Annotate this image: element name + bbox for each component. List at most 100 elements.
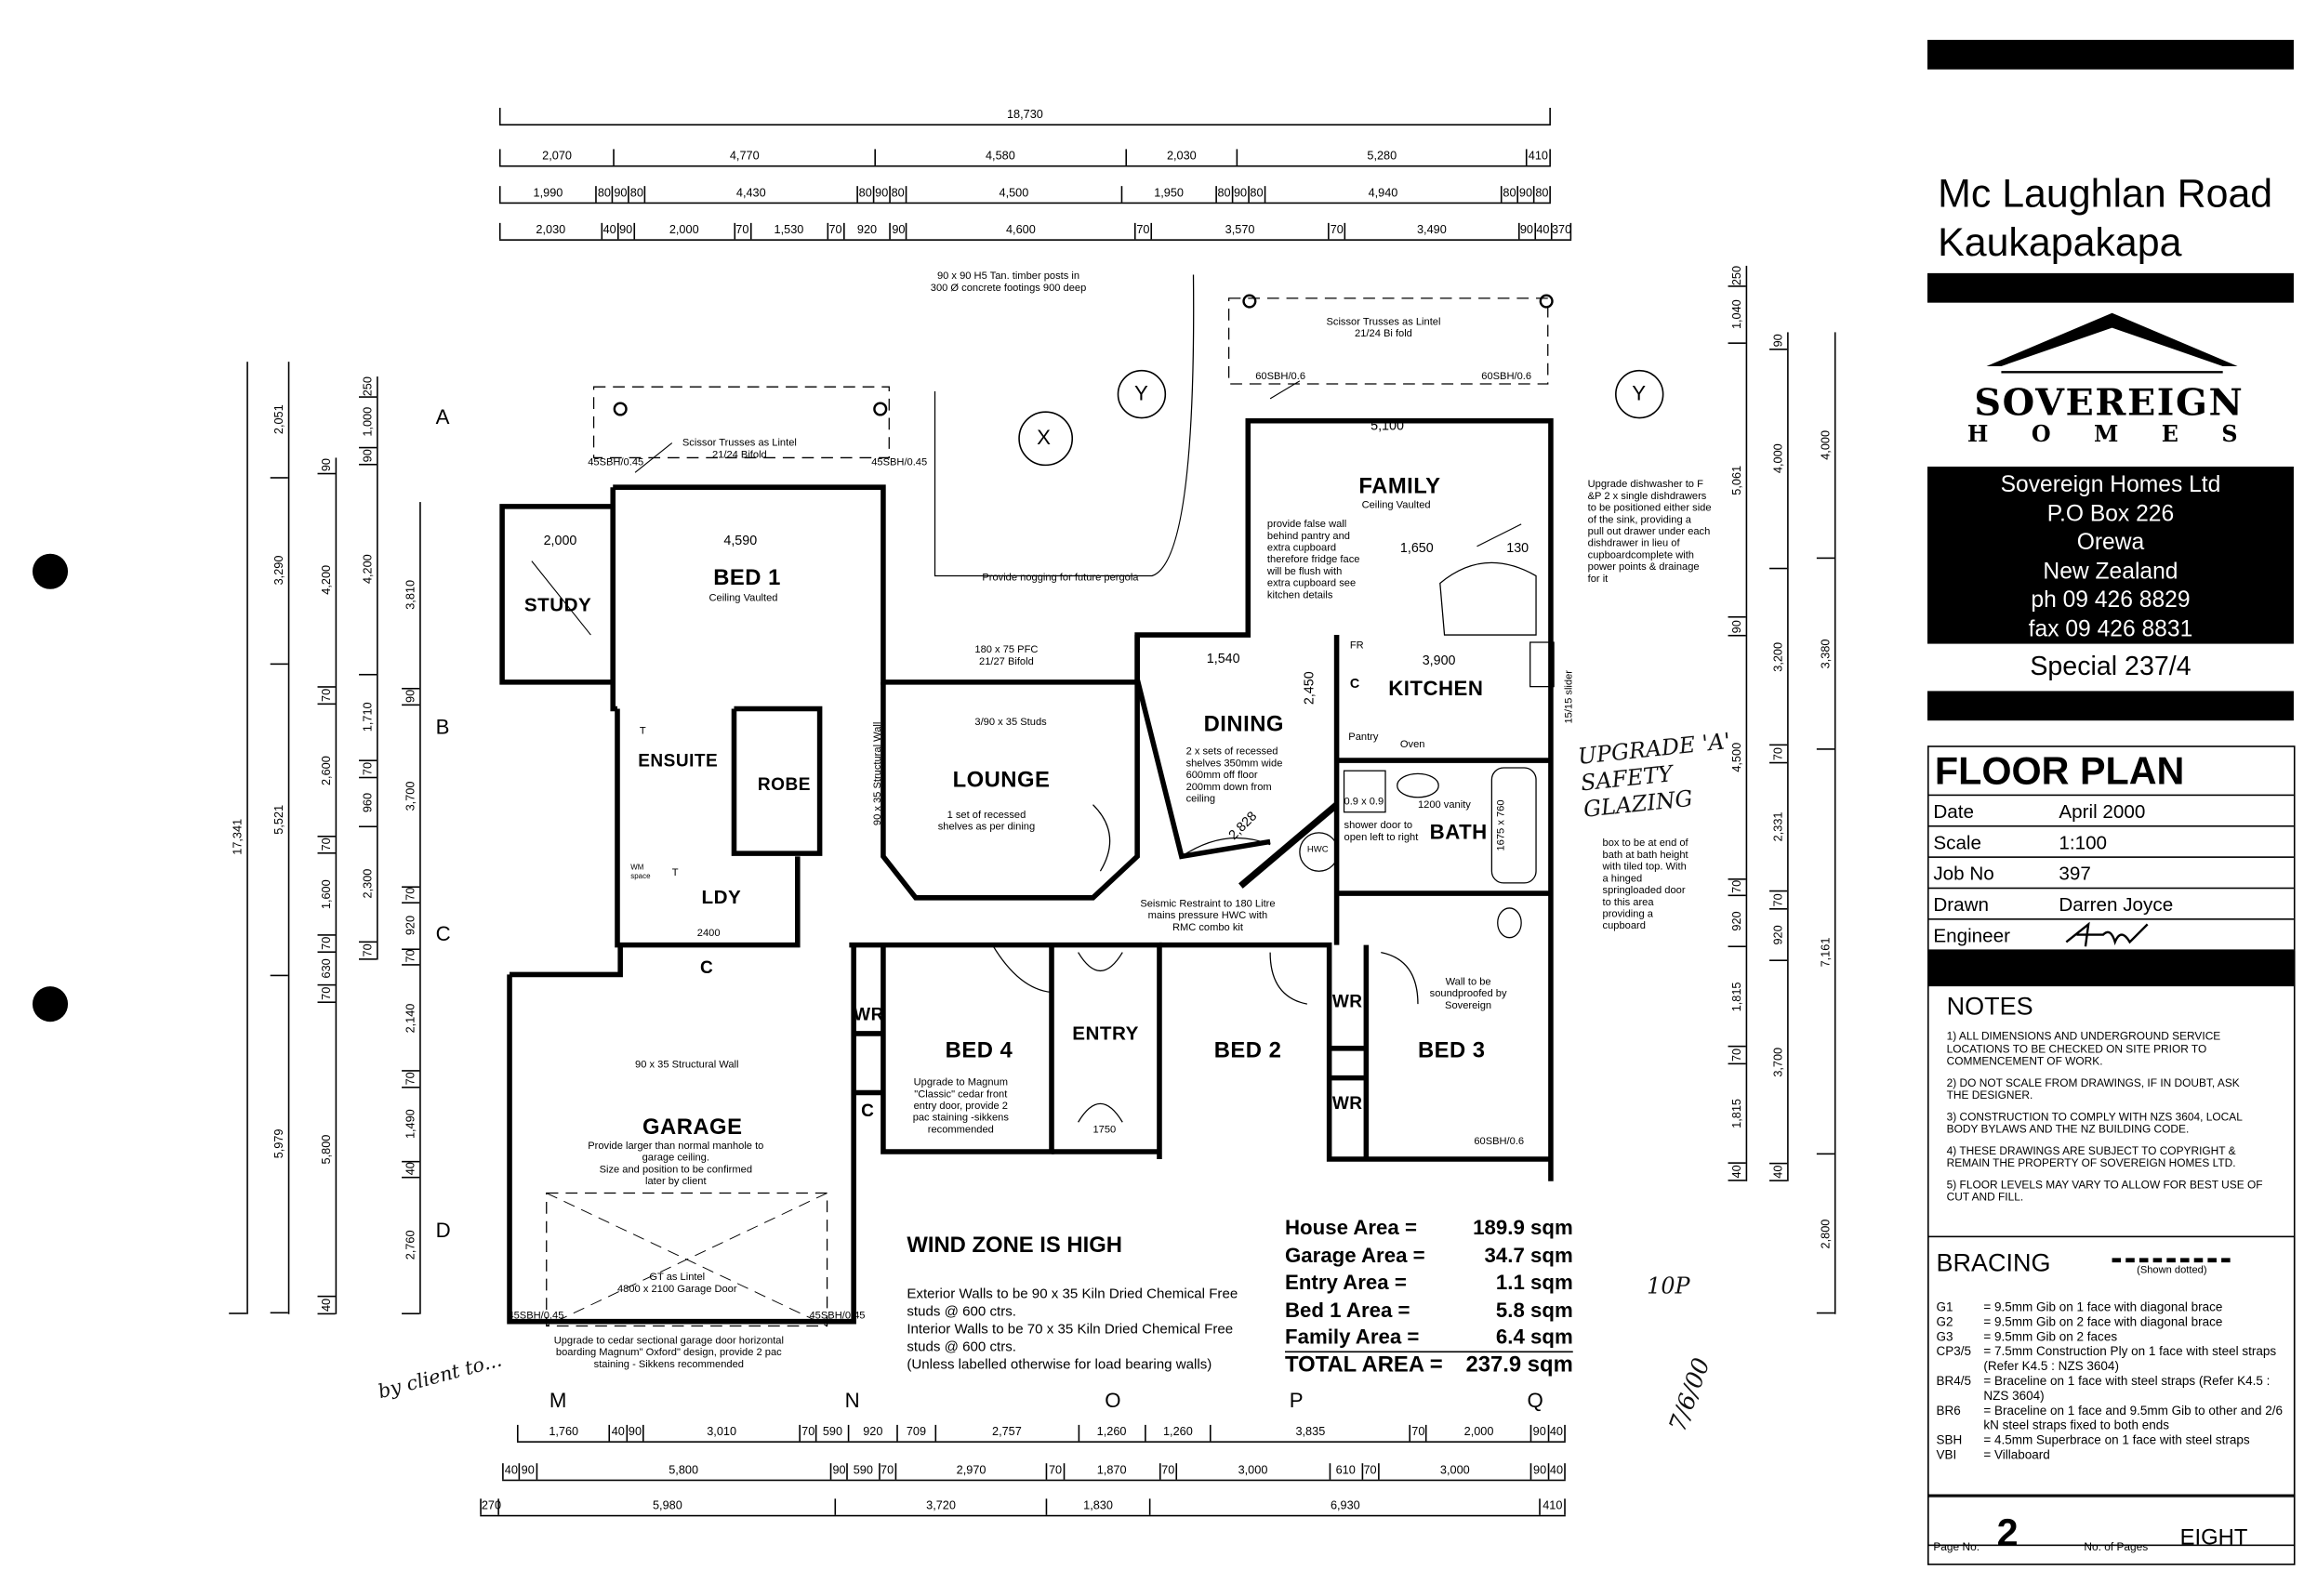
bracing-desc: = 4.5mm Superbrace on 1 face with steel … bbox=[1983, 1431, 2250, 1447]
room-wardrobe-bed3: WR bbox=[1331, 990, 1363, 1012]
section-marker-y: Y bbox=[1133, 380, 1148, 405]
company-town: Orewa bbox=[2076, 530, 2145, 556]
dimension-value: 70 bbox=[1330, 222, 1346, 240]
page-number-label: Page No. bbox=[1933, 1539, 1980, 1554]
drawing-title: FLOOR PLAN bbox=[1928, 747, 2294, 797]
dimension-value: 70 bbox=[359, 943, 377, 960]
title-block-row: Engineer bbox=[1928, 920, 2294, 951]
title-block-value: 1:100 bbox=[2059, 830, 2108, 853]
dimension-value: 70 bbox=[828, 222, 845, 240]
total-area-value: 237.9 sqm bbox=[1465, 1352, 1573, 1378]
dimension-value: 250 bbox=[359, 376, 377, 398]
dimension-value: 3,720 bbox=[837, 1498, 1047, 1515]
bracing-sbh-3: 60SBH/0.6 bbox=[1255, 372, 1306, 383]
bracing-legend: (Shown dotted) bbox=[2112, 1249, 2231, 1276]
bracing-sbh-4: 60SBH/0.6 bbox=[1481, 372, 1532, 383]
note-truss-right: Scissor Trusses as Lintel 21/24 Bi fold bbox=[1326, 317, 1441, 340]
dimension-value: 920 bbox=[1728, 896, 1746, 948]
dimension-value: 4,500 bbox=[907, 186, 1123, 203]
title-bar bbox=[1927, 950, 2296, 987]
dimension-value: 1,600 bbox=[317, 853, 336, 937]
dimension-value: 2,051 bbox=[270, 362, 288, 479]
room-bed-2: BED 2 bbox=[1213, 1037, 1282, 1063]
dimension-value: 70 bbox=[1160, 1463, 1177, 1480]
page-info: Page No. 2 No. of Pages EIGHT bbox=[1927, 1494, 2296, 1565]
area-value: 34.7 sqm bbox=[1484, 1242, 1573, 1267]
dimension-value: 90 bbox=[1519, 222, 1536, 240]
dimension-value: 250 bbox=[1728, 265, 1746, 287]
dimension-value: 3,000 bbox=[1379, 1463, 1532, 1480]
bracing-sbh-6: 45SBH/0.45 bbox=[588, 457, 644, 468]
dimension-value: 2,300 bbox=[359, 827, 377, 943]
dimension-value: 709 bbox=[898, 1424, 936, 1442]
dimension-value: 90 bbox=[613, 186, 629, 203]
dimension-value: 610 bbox=[1331, 1463, 1363, 1480]
dim-2450: 2,450 bbox=[1301, 671, 1317, 706]
dimension-value: 630 bbox=[317, 953, 336, 987]
room-bath: BATH bbox=[1429, 819, 1488, 844]
dimension-value: 90 bbox=[317, 457, 336, 475]
signature-icon bbox=[2065, 921, 2149, 947]
dimension-value: 70 bbox=[1135, 222, 1152, 240]
dimension-value: 1,870 bbox=[1065, 1463, 1161, 1480]
dimension-value: 1,760 bbox=[516, 1424, 611, 1442]
area-label: Entry Area = bbox=[1284, 1270, 1407, 1294]
area-label: House Area = bbox=[1284, 1215, 1417, 1239]
bracing-item: BR6 = Braceline on 1 face and 9.5mm Gib t… bbox=[1937, 1403, 2294, 1432]
bracing-item: BR4/5= Braceline on 1 face with steel st… bbox=[1937, 1373, 2294, 1403]
dimension-value: 4,600 bbox=[907, 222, 1136, 240]
grid-label-n: N bbox=[844, 1388, 860, 1412]
bracing-item: VBI= Villaboard bbox=[1937, 1447, 2294, 1462]
dimension-value: 40 bbox=[1728, 1163, 1746, 1181]
grid-label-m: M bbox=[549, 1388, 567, 1412]
dimension-value: 80 bbox=[891, 186, 907, 203]
hwc-label: HWC bbox=[1306, 846, 1329, 855]
dimension-value: 7,161 bbox=[1816, 750, 1834, 1155]
dim-2400: 2400 bbox=[696, 929, 721, 940]
dim-family-width: 5,100 bbox=[1370, 417, 1404, 433]
area-label: Family Area = bbox=[1284, 1324, 1420, 1349]
dimension-value: 90 bbox=[359, 448, 377, 466]
fridge-label: FR bbox=[1349, 640, 1364, 652]
note-dining-shelves: 2 x sets of recessed shelves 350mm wide … bbox=[1185, 746, 1283, 805]
company-fax: fax 09 426 8831 bbox=[2028, 616, 2193, 642]
bracing-legend-text: (Shown dotted) bbox=[2137, 1265, 2207, 1276]
bracing-code: BR6 bbox=[1936, 1403, 1961, 1418]
bracing-desc: = Braceline on 1 face and 9.5mm Gib to o… bbox=[1983, 1403, 2284, 1432]
dimension-value: 80 bbox=[1503, 186, 1519, 203]
dimension-value: 5,061 bbox=[1728, 344, 1746, 618]
dimension-value: 80 bbox=[597, 186, 614, 203]
dimension-value: 3,570 bbox=[1152, 222, 1330, 240]
area-value: 1.1 sqm bbox=[1495, 1270, 1573, 1294]
bracing-item: SBH= 4.5mm Superbrace on 1 face with ste… bbox=[1937, 1432, 2294, 1447]
bracing-section: BRACING (Shown dotted) G1= 9.5mm Gib on … bbox=[1927, 1235, 2296, 1497]
dimension-value: 1,815 bbox=[1728, 947, 1746, 1048]
logo-wordmark: SOVEREIGN bbox=[1974, 380, 2244, 424]
dimension-value: 70 bbox=[402, 949, 420, 967]
dotted-line-legend-icon bbox=[2112, 1258, 2231, 1263]
room-ensuite: ENSUITE bbox=[638, 749, 719, 772]
cupboard-label-2: C bbox=[699, 956, 714, 978]
dimension-value: 70 bbox=[1728, 878, 1746, 897]
room-bed-3: BED 3 bbox=[1417, 1037, 1486, 1063]
bracing-desc: = Villaboard bbox=[1983, 1446, 2050, 1462]
area-row: Family Area =6.4 sqm bbox=[1285, 1323, 1573, 1350]
dimension-value: 4,430 bbox=[645, 186, 858, 203]
dimension-value: 3,700 bbox=[1769, 960, 1788, 1164]
bracing-desc: = 9.5mm Gib on 1 face with diagonal brac… bbox=[1983, 1299, 2223, 1314]
bracing-sbh-5: 60SBH/0.6 bbox=[1474, 1137, 1525, 1148]
dimension-value: 70 bbox=[801, 1424, 818, 1442]
dimension-value: 370 bbox=[1552, 222, 1571, 240]
room-laundry: LDY bbox=[701, 886, 742, 908]
dimension-value: 960 bbox=[359, 778, 377, 828]
dimension-value: 3,490 bbox=[1345, 222, 1519, 240]
dimension-value: 70 bbox=[359, 761, 377, 779]
dimension-value: 2,600 bbox=[317, 705, 336, 838]
note-truss-left: Scissor Trusses as Lintel 21/24 Bifold bbox=[682, 438, 797, 461]
note-item: 1) ALL DIMENSIONS AND UNDERGROUND SERVIC… bbox=[1946, 1029, 2221, 1068]
